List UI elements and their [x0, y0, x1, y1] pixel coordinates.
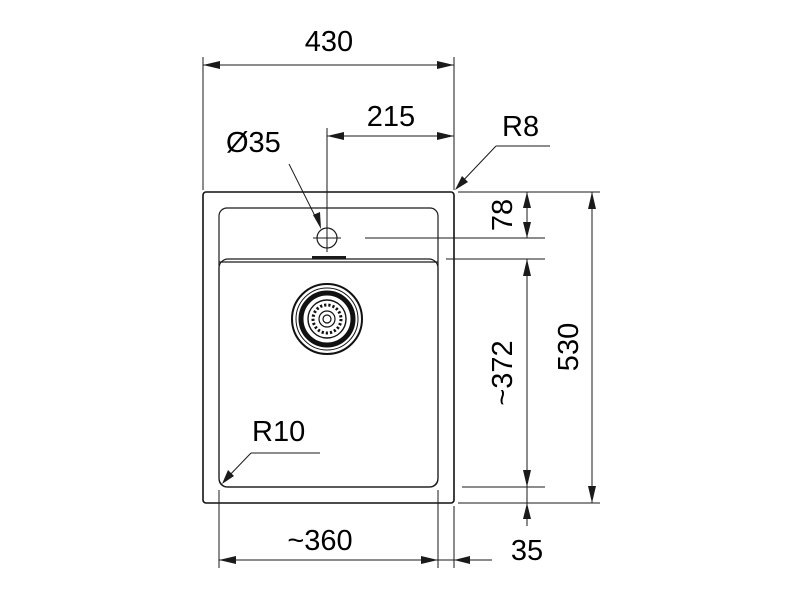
dimension-rim-offset: [523, 487, 531, 526]
label-tap-zone-depth: 78: [487, 199, 519, 231]
dimension-tap-zone-depth: [365, 191, 545, 239]
dimension-overall-width: [202, 57, 455, 190]
label-tap-hole: Ø35: [226, 127, 281, 159]
sink-outer-outline: [202, 191, 455, 504]
label-overall-width: 430: [305, 26, 353, 58]
leader-outer-radius: [455, 145, 550, 190]
label-bowl-depth: ~372: [487, 340, 519, 405]
overflow-slot: [312, 256, 346, 259]
dimension-overall-depth: [458, 191, 600, 504]
dimension-tap-offset: [326, 128, 454, 224]
label-bowl-width: ~360: [287, 525, 352, 557]
label-inner-radius: R10: [252, 416, 305, 448]
leader-tap-hole: [288, 163, 321, 229]
drain-strainer: [291, 283, 363, 355]
tap-hole: [313, 224, 341, 252]
label-rim-offset: 35: [511, 535, 543, 567]
label-overall-depth: 530: [553, 323, 585, 371]
label-outer-radius: R8: [502, 111, 539, 143]
dimension-bowl-width: [218, 490, 492, 568]
dimension-bowl-depth: [446, 258, 545, 488]
leader-inner-radius: [222, 452, 320, 484]
label-tap-offset: 215: [367, 101, 415, 133]
